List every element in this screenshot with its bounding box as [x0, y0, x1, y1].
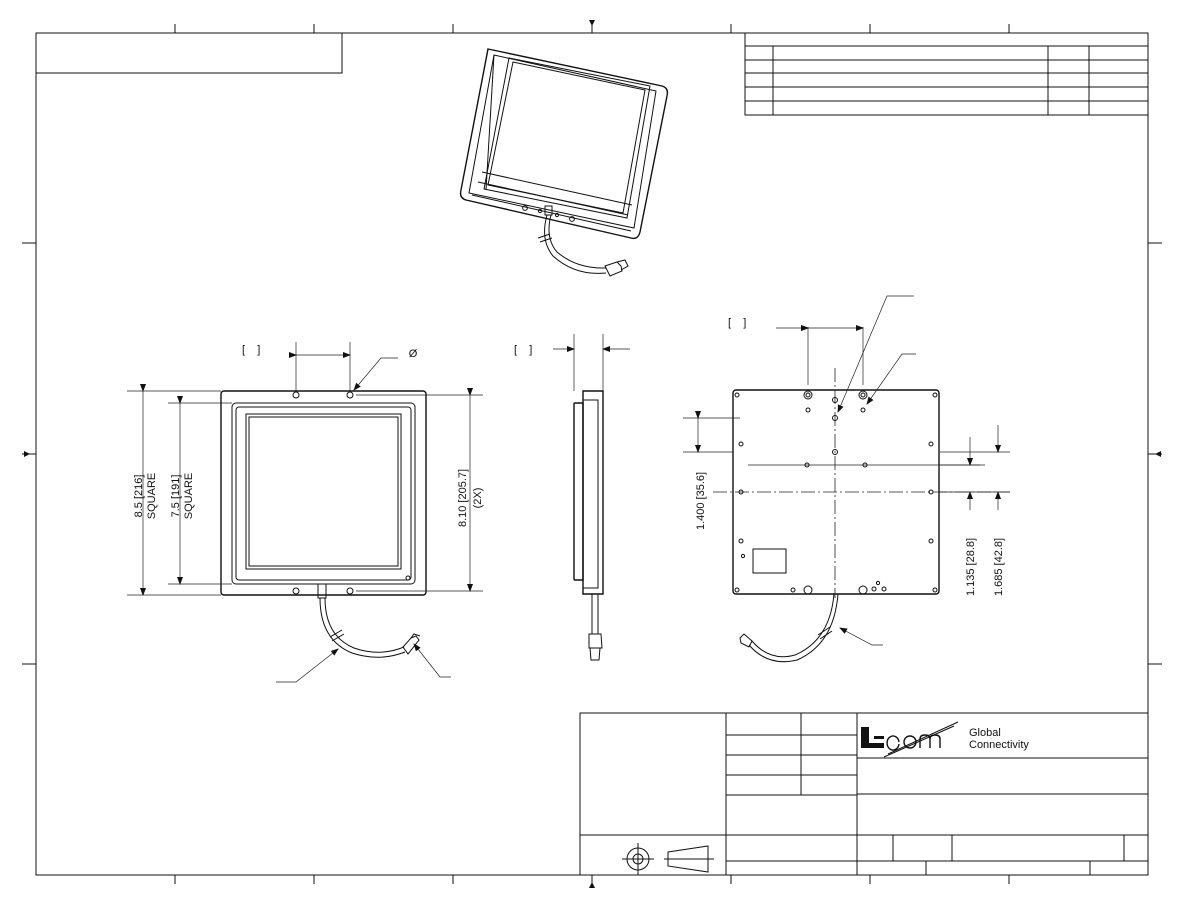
dim-panel-size: 7.5 [191]: [170, 475, 182, 518]
side-view: [553, 334, 630, 661]
front-view: [127, 342, 483, 683]
dim-overall-note: SQUARE: [146, 473, 158, 519]
bracket-dim-rear: [ ]: [728, 317, 746, 329]
drawing-number-box: [35, 32, 343, 74]
dim-hole-spacing: 8.10 [205.7]: [457, 469, 469, 527]
logo-tagline-line1: Global: [969, 727, 1001, 739]
hole-diameter-symbol: Ø: [409, 348, 418, 360]
dim-panel-note: SQUARE: [183, 473, 195, 519]
company-logo: [861, 721, 959, 758]
revision-block: [744, 32, 1149, 116]
title-block: [579, 712, 1149, 876]
isometric-view: [459, 48, 669, 277]
bracket-dim-side: [ ]: [514, 344, 532, 356]
dim-hole-spacing-note: (2X): [472, 488, 484, 509]
rear-view: [683, 295, 1010, 663]
dim-rear-offset-1: 1.400 [35.6]: [695, 472, 707, 530]
dim-rear-offset-2: 1.135 [28.8]: [965, 538, 977, 596]
bracket-dim-front: [ ]: [242, 344, 260, 356]
logo-tagline-line2: Connectivity: [969, 739, 1029, 751]
projection-symbol-icon: [622, 843, 714, 875]
dim-rear-offset-3: 1.685 [42.8]: [993, 538, 1005, 596]
dim-overall-size: 8.5 [216]: [133, 475, 145, 518]
